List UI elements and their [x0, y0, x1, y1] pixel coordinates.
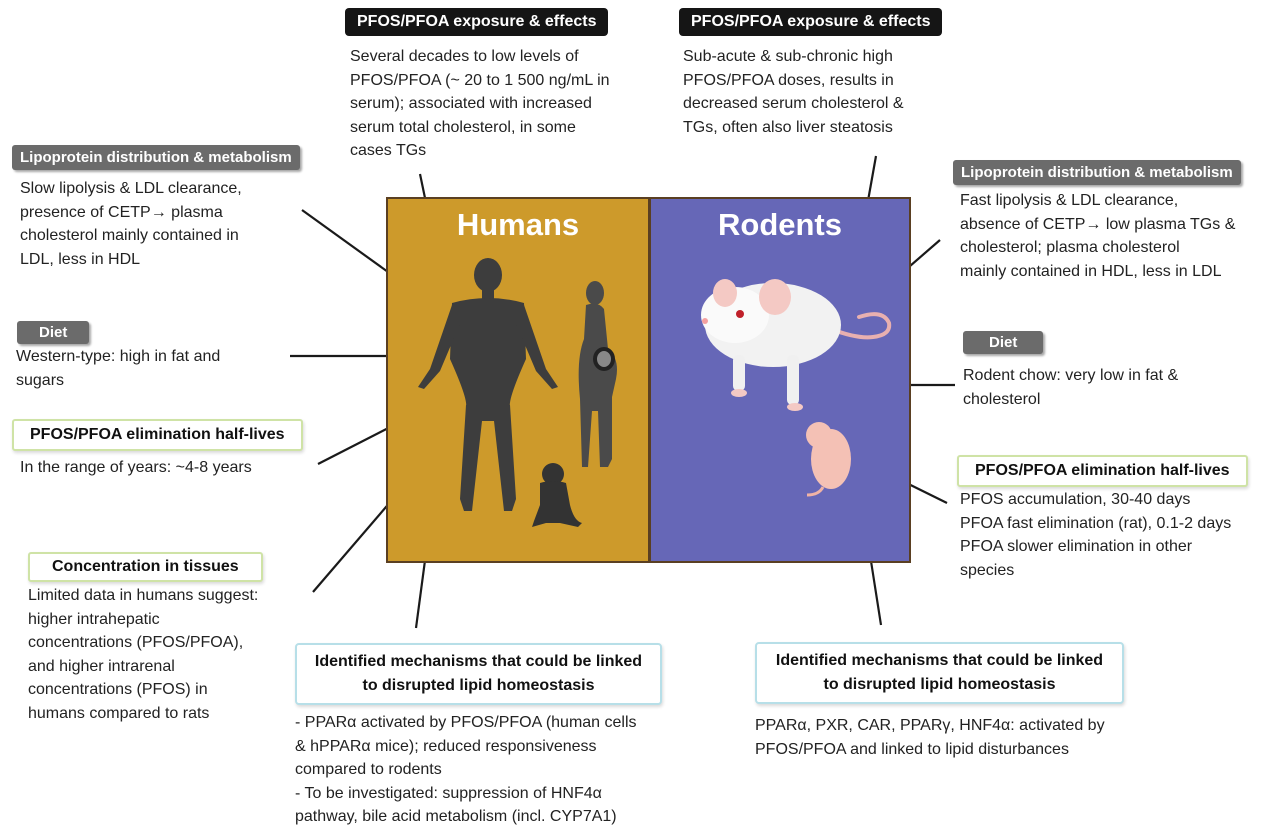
right-diet-text: Rodent chow: very low in fat & cholester… [963, 367, 1179, 408]
rodents-title: Rodents [718, 207, 842, 242]
baby-figure [532, 463, 582, 527]
humans-title: Humans [456, 207, 580, 242]
right-diet-header: Diet [963, 331, 1044, 354]
right-lipoprotein-header: Lipoprotein distribution & metabolism [953, 160, 1241, 185]
human-figures [418, 258, 617, 527]
top-right-text: Sub-acute & sub-chronic high PFOS/PFOA d… [683, 48, 904, 136]
left-tissues-header: Concentration in tissues [28, 552, 263, 582]
top-left-text: Several decades to low levels of PFOS/PF… [350, 48, 610, 159]
left-tissues-text: Limited data in humans suggest: higher i… [28, 587, 259, 722]
bottom-right-text: PPARα, PXR, CAR, PPARγ, HNF4α: activated… [755, 717, 1105, 758]
right-half-lives-text: PFOS accumulation, 30-40 days PFOA fast … [960, 491, 1232, 579]
adult-human-figure [418, 258, 558, 511]
bottom-left-text: - PPARα activated by PFOS/PFOA (human ce… [295, 714, 637, 825]
left-lipoprotein-text: Slow lipolysis & LDL clearance, presence… [20, 180, 242, 268]
right-half-lives-header: PFOS/PFOA elimination half-lives [957, 455, 1248, 487]
left-half-lives-text: In the range of years: ~4-8 years [20, 459, 252, 476]
rodents-panel: Rodents [649, 197, 911, 563]
mouse-pup-figure [806, 422, 851, 497]
humans-panel: Humans [386, 197, 650, 563]
left-half-lives-header: PFOS/PFOA elimination half-lives [12, 419, 303, 451]
top-left-header: PFOS/PFOA exposure & effects [345, 8, 609, 36]
bottom-right-header: Identified mechanisms that could be link… [755, 642, 1124, 704]
left-diet-header: Diet [17, 321, 90, 344]
left-lipoprotein-header: Lipoprotein distribution & metabolism [12, 145, 300, 170]
adult-mouse-figure [701, 279, 892, 411]
left-diet-text: Western-type: high in fat and sugars [16, 348, 221, 389]
right-lipoprotein-text: Fast lipolysis & LDL clearance, absence … [960, 192, 1236, 280]
pregnant-woman-figure [578, 281, 617, 467]
top-right-header: PFOS/PFOA exposure & effects [679, 8, 943, 36]
rodent-figures [701, 279, 892, 497]
bottom-left-header: Identified mechanisms that could be link… [295, 643, 662, 705]
